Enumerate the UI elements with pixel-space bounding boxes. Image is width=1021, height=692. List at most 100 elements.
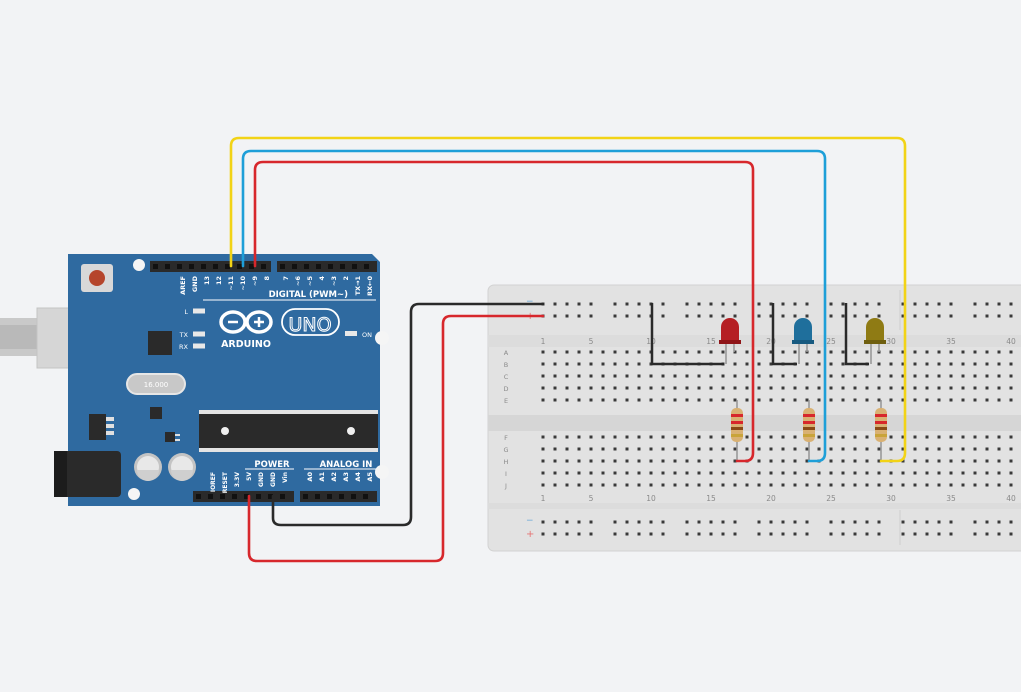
breadboard-hole[interactable] xyxy=(625,459,629,463)
breadboard-hole[interactable] xyxy=(889,362,893,366)
breadboard-hole[interactable] xyxy=(685,386,689,390)
rail-hole[interactable] xyxy=(937,532,941,536)
breadboard-hole[interactable] xyxy=(757,471,761,475)
rail-hole[interactable] xyxy=(637,314,641,318)
rail-hole[interactable] xyxy=(685,532,689,536)
rail-hole[interactable] xyxy=(757,302,761,306)
breadboard-hole[interactable] xyxy=(769,386,773,390)
breadboard-hole[interactable] xyxy=(781,483,785,487)
breadboard-hole[interactable] xyxy=(973,471,977,475)
breadboard-hole[interactable] xyxy=(1009,435,1013,439)
breadboard-hole[interactable] xyxy=(865,435,869,439)
breadboard-hole[interactable] xyxy=(793,471,797,475)
breadboard-hole[interactable] xyxy=(817,483,821,487)
breadboard-hole[interactable] xyxy=(721,471,725,475)
breadboard-hole[interactable] xyxy=(553,362,557,366)
rail-hole[interactable] xyxy=(625,532,629,536)
breadboard-hole[interactable] xyxy=(805,459,809,463)
rail-hole[interactable] xyxy=(685,314,689,318)
breadboard-hole[interactable] xyxy=(925,362,929,366)
breadboard-hole[interactable] xyxy=(577,459,581,463)
rail-hole[interactable] xyxy=(949,314,953,318)
breadboard-hole[interactable] xyxy=(925,374,929,378)
breadboard-hole[interactable] xyxy=(853,374,857,378)
header-pin[interactable] xyxy=(244,494,249,499)
breadboard-hole[interactable] xyxy=(1009,483,1013,487)
breadboard-hole[interactable] xyxy=(889,386,893,390)
rail-hole[interactable] xyxy=(901,302,905,306)
header-pin[interactable] xyxy=(177,264,182,269)
breadboard-hole[interactable] xyxy=(673,459,677,463)
breadboard-hole[interactable] xyxy=(565,386,569,390)
breadboard-hole[interactable] xyxy=(733,398,737,402)
rail-hole[interactable] xyxy=(973,532,977,536)
rail-hole[interactable] xyxy=(877,314,881,318)
breadboard-hole[interactable] xyxy=(661,471,665,475)
rail-hole[interactable] xyxy=(661,520,665,524)
breadboard-hole[interactable] xyxy=(853,350,857,354)
breadboard-hole[interactable] xyxy=(613,362,617,366)
breadboard-hole[interactable] xyxy=(553,350,557,354)
breadboard-hole[interactable] xyxy=(793,374,797,378)
rail-hole[interactable] xyxy=(1009,532,1013,536)
rail-hole[interactable] xyxy=(781,302,785,306)
breadboard-hole[interactable] xyxy=(877,362,881,366)
breadboard-hole[interactable] xyxy=(577,447,581,451)
breadboard-hole[interactable] xyxy=(721,398,725,402)
rail-hole[interactable] xyxy=(577,302,581,306)
breadboard-hole[interactable] xyxy=(613,471,617,475)
rail-hole[interactable] xyxy=(949,532,953,536)
breadboard-hole[interactable] xyxy=(697,483,701,487)
breadboard-hole[interactable] xyxy=(973,374,977,378)
breadboard-hole[interactable] xyxy=(865,447,869,451)
breadboard-hole[interactable] xyxy=(661,459,665,463)
breadboard-hole[interactable] xyxy=(721,350,725,354)
breadboard-hole[interactable] xyxy=(601,435,605,439)
breadboard-hole[interactable] xyxy=(733,471,737,475)
breadboard-hole[interactable] xyxy=(937,459,941,463)
breadboard-hole[interactable] xyxy=(889,447,893,451)
breadboard-hole[interactable] xyxy=(661,350,665,354)
breadboard-hole[interactable] xyxy=(769,447,773,451)
breadboard-holes[interactable] xyxy=(541,302,1013,536)
breadboard-hole[interactable] xyxy=(613,374,617,378)
breadboard-hole[interactable] xyxy=(577,362,581,366)
breadboard-hole[interactable] xyxy=(889,435,893,439)
breadboard-hole[interactable] xyxy=(901,386,905,390)
breadboard-hole[interactable] xyxy=(889,471,893,475)
breadboard-hole[interactable] xyxy=(685,374,689,378)
breadboard-hole[interactable] xyxy=(829,435,833,439)
breadboard-hole[interactable] xyxy=(997,374,1001,378)
rail-hole[interactable] xyxy=(685,520,689,524)
breadboard-hole[interactable] xyxy=(997,459,1001,463)
breadboard-hole[interactable] xyxy=(853,447,857,451)
rail-hole[interactable] xyxy=(793,532,797,536)
breadboard-hole[interactable] xyxy=(997,483,1001,487)
breadboard-hole[interactable] xyxy=(697,435,701,439)
breadboard-hole[interactable] xyxy=(901,447,905,451)
breadboard-hole[interactable] xyxy=(745,350,749,354)
breadboard-hole[interactable] xyxy=(961,362,965,366)
breadboard-hole[interactable] xyxy=(541,483,545,487)
breadboard-hole[interactable] xyxy=(925,350,929,354)
breadboard-hole[interactable] xyxy=(997,350,1001,354)
breadboard-hole[interactable] xyxy=(829,398,833,402)
breadboard-hole[interactable] xyxy=(793,435,797,439)
breadboard-hole[interactable] xyxy=(673,350,677,354)
breadboard-hole[interactable] xyxy=(865,471,869,475)
breadboard-hole[interactable] xyxy=(553,471,557,475)
rail-hole[interactable] xyxy=(913,302,917,306)
rail-hole[interactable] xyxy=(733,302,737,306)
breadboard-hole[interactable] xyxy=(565,459,569,463)
header-pin[interactable] xyxy=(339,494,344,499)
breadboard-hole[interactable] xyxy=(961,350,965,354)
breadboard-hole[interactable] xyxy=(661,447,665,451)
rail-hole[interactable] xyxy=(877,532,881,536)
rail-hole[interactable] xyxy=(841,520,845,524)
rail-hole[interactable] xyxy=(757,314,761,318)
breadboard-hole[interactable] xyxy=(865,386,869,390)
breadboard-hole[interactable] xyxy=(649,374,653,378)
rail-hole[interactable] xyxy=(985,532,989,536)
breadboard-hole[interactable] xyxy=(985,350,989,354)
